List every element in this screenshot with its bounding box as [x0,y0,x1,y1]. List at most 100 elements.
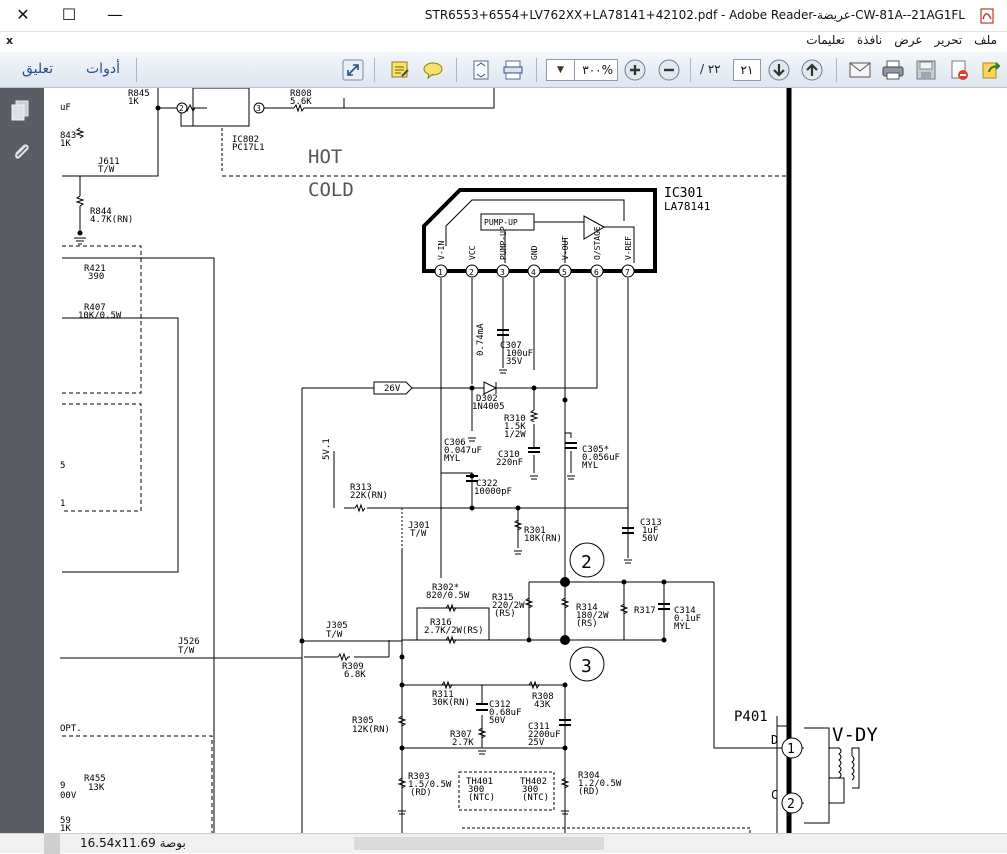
fit-width-icon[interactable] [500,57,526,83]
j611-value: T/W [98,165,115,175]
pin-name: V-OUT [561,236,570,260]
horizontal-scroll-corner [44,834,60,854]
sticky-note-icon[interactable] [387,57,413,83]
r421-label: R421 [84,264,106,274]
comment-pane-button[interactable]: تعليق [22,61,54,77]
th402-value: 300 [522,785,538,795]
c306-value: 0.047uF [444,446,482,456]
d302-label: D302 [476,394,498,404]
ic802-part: PC17L1 [232,143,265,153]
opt-label: OPT. [60,724,82,734]
r309-value: 6.8K [344,670,366,680]
c313-label: C313 [640,518,662,528]
r304-value: 1.2/0.5W [578,779,622,789]
th401-type: (NTC) [468,793,495,803]
ic802-name: IC802 [232,135,259,145]
r304-label: R304 [578,771,600,781]
r301-label: R301 [524,526,546,536]
menu-view[interactable]: عرض [894,33,923,47]
horizontal-scroll-thumb[interactable] [354,837,604,850]
r808-label: R808 [290,89,312,99]
r455-value: 13K [88,783,105,793]
pdf-app-icon [980,8,994,24]
toolbar-separator [836,58,837,82]
r313-value: 22K(RN) [350,491,388,501]
expand-icon[interactable] [340,57,366,83]
r307-value: 2.7K [452,738,474,748]
c310-value: 220nF [496,458,523,468]
schematic-drawing: R845 1K R808 5.6K 843 1K uF IC802 PC17L1… [60,88,878,833]
r303-value: 1.5/0.5W [408,780,452,790]
pin-number: 2 [469,268,474,277]
zoom-dropdown[interactable]: ▼ [546,59,574,81]
minimize-window-button[interactable]: — [107,5,123,24]
tools-pane-button[interactable]: أدوات [86,61,120,77]
document-close-button[interactable]: x [6,34,14,47]
previous-page-icon[interactable] [799,57,825,83]
c312-value: 0.68uF [489,708,522,718]
create-pdf-icon[interactable] [946,57,972,83]
r407-label: R407 [84,303,106,313]
print-icon[interactable] [880,57,906,83]
comment-bubble-icon[interactable] [420,57,446,83]
r307-label: R307 [450,730,472,740]
c322-label: C322 [476,479,498,489]
c313-voltage: 50V [642,534,659,544]
pin-number: 4 [531,268,536,277]
r455-label: R455 [84,774,106,784]
menu-edit[interactable]: تحرير [934,33,963,47]
c311-label: C311 [528,722,550,732]
r845-label: R845 [128,89,150,99]
j526-label: J526 [178,637,200,647]
menu-window[interactable]: نافذة [856,33,883,47]
left-fragment: 9 [60,781,65,791]
r314-type: (RS) [576,619,598,629]
r315-label: R315 [492,593,514,603]
pin-c-label: C [771,788,778,802]
page-thumbnails-icon[interactable] [9,98,33,126]
r310-label: R310 [504,414,526,424]
c311-voltage: 25V [528,738,545,748]
menu-help[interactable]: تعليمات [806,33,845,47]
r311-label: R311 [432,690,454,700]
th401-label: TH401 [466,777,493,787]
r843-label: 843 [60,131,76,141]
j305-label: J305 [326,621,348,631]
share-icon[interactable] [978,57,1004,83]
c305-label: C305* [582,445,609,455]
pin-number: 1 [438,268,443,277]
maximize-window-button[interactable]: ☐ [61,5,77,24]
r316-label: R316 [430,618,452,628]
c305-type: MYL [582,461,598,471]
r305-label: R305 [352,716,374,726]
left-fragment: 59 [60,816,71,826]
zoom-input[interactable]: ٣٠٠% [574,59,618,81]
next-page-icon[interactable] [766,57,792,83]
pump-up-label: PUMP-UP [484,218,518,227]
c312-label: C312 [489,700,511,710]
r302-label: R302* [432,583,459,593]
r304-type: (RD) [578,787,600,797]
toolbar: تعليق أدوات ▼ ٣٠٠% / ٢٢ ٢١ [0,52,1007,88]
cold-label: COLD [308,179,354,201]
attachments-icon[interactable] [9,140,33,168]
toolbar-separator [690,58,691,82]
menu-bar: x ملف تحرير عرض نافذة تعليمات [0,32,1007,52]
zoom-out-icon[interactable] [656,57,682,83]
zoom-in-icon[interactable] [622,57,648,83]
close-window-button[interactable]: ✕ [16,5,30,24]
connector-pin-1: 1 [787,742,795,757]
ic301-part: LA78141 [664,200,710,213]
document-view[interactable]: R845 1K R808 5.6K 843 1K uF IC802 PC17L1… [44,88,1007,833]
save-icon[interactable] [913,57,939,83]
r407-value: 10K/0.5W [78,311,122,321]
r421-value: 390 [88,272,104,282]
fit-page-icon[interactable] [468,57,494,83]
vdy-label: V-DY [832,724,878,746]
left-fragment: uF [60,103,71,113]
email-icon[interactable] [847,57,873,83]
r845-value: 1K [128,97,139,107]
page-number-input[interactable]: ٢١ [733,59,761,81]
r311-value: 30K(RN) [432,698,470,708]
menu-file[interactable]: ملف [974,33,997,47]
